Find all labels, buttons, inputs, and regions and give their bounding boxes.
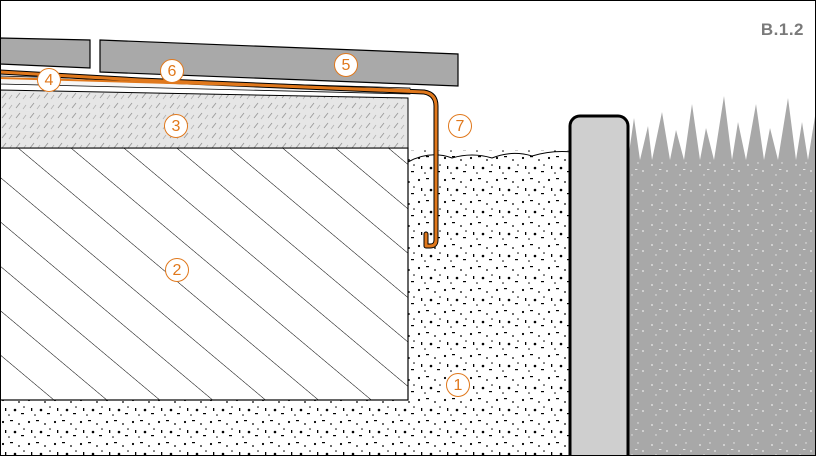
screed-layer (0, 89, 409, 149)
drainage-mat-line (0, 77, 411, 91)
callout-2: 2 (165, 258, 189, 282)
tile-large (99, 39, 459, 87)
concrete-slab-hatch (0, 148, 408, 400)
figure-code: B.1.2 (760, 20, 804, 39)
callout-7: 7 (448, 114, 472, 138)
soil-region (628, 160, 816, 456)
callout-1: 1 (446, 373, 470, 397)
tile-small (0, 37, 91, 69)
grass-blades (628, 96, 816, 160)
curb-stone (568, 114, 630, 461)
callout-4: 4 (37, 68, 61, 92)
callout-6: 6 (160, 59, 184, 83)
callout-3: 3 (164, 114, 188, 138)
edge-profile-core (0, 70, 438, 248)
ground-surface-line (407, 151, 573, 163)
callout-5: 5 (334, 53, 358, 77)
